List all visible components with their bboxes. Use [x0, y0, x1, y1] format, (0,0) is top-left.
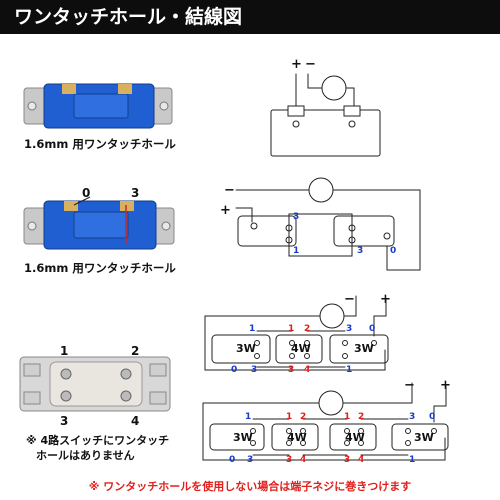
photo-2-caption: 1.6mm 用ワンタッチホール [24, 261, 176, 275]
d4-3w-a-label: 3W [233, 431, 253, 444]
d4-4w-b-tl: 1 [344, 412, 350, 422]
photo-3-note-line1: ※ 4路スイッチにワンタッチ [26, 434, 170, 447]
d3-lamp-icon [319, 303, 345, 329]
photo-3-note-line2: ホールはありません [36, 449, 135, 462]
footer-note: ※ ワンタッチホールを使用しない場合は端子ネジに巻きつけます [88, 480, 412, 493]
d3-3w-b-tl: 3 [346, 324, 352, 334]
d4-plus: + [440, 378, 451, 393]
switch-photo-2 [23, 196, 175, 250]
d4-3w-b-tr: 0 [429, 412, 435, 422]
d4-3w-a-top: 1 [245, 412, 251, 422]
d3-3w-b-tr: 0 [369, 324, 375, 334]
d4-4w-a-br: 4 [300, 455, 306, 465]
d3-4w-tl: 1 [288, 324, 294, 334]
d4-3w-a-bl: 0 [229, 455, 235, 465]
d4-4w-a-bl: 3 [286, 455, 292, 465]
photo-2-label-3: 3 [131, 186, 140, 200]
photo-2-label-0: 0 [82, 186, 91, 200]
d2-lamp-icon [308, 177, 334, 203]
photo-1-caption: 1.6mm 用ワンタッチホール [24, 137, 176, 151]
d1-plus: + [291, 57, 302, 72]
d4-4w-b-tr: 2 [358, 412, 364, 422]
d4-4w-a-tr: 2 [300, 412, 306, 422]
d4-4w-a-label: 4W [287, 431, 307, 444]
d2-minus: − [224, 183, 235, 198]
wiring-diagram-2: − + 3 1 3 0 [220, 177, 421, 271]
switch-photo-3 [19, 356, 171, 412]
d1-minus: − [305, 57, 316, 72]
wiring-diagram-3: − + 3W 4W 3W 1 0 3 1 2 3 4 3 0 1 [204, 292, 391, 375]
d4-4w-b-label: 4W [345, 431, 365, 444]
d2-s2-left-label: 3 [357, 246, 363, 256]
photo-3-label-4: 4 [131, 414, 140, 428]
d1-lamp-icon [321, 75, 347, 101]
page-title: ワンタッチホール・結線図 [0, 0, 500, 34]
d4-3w-a-br: 3 [247, 455, 253, 465]
photo-3-label-1: 1 [60, 344, 69, 358]
d4-minus: − [404, 378, 415, 393]
d3-4w-label: 4W [291, 342, 311, 355]
d3-4w-tr: 2 [304, 324, 310, 334]
d4-lamp-icon [318, 390, 344, 416]
d3-plus: + [380, 292, 391, 307]
photo-3-label-3: 3 [60, 414, 69, 428]
d4-4w-b-br: 4 [358, 455, 364, 465]
d3-4w-br: 4 [304, 365, 310, 375]
d4-4w-b-bl: 3 [344, 455, 350, 465]
d2-s2-right-label: 0 [390, 246, 396, 256]
d4-3w-b-label: 3W [414, 431, 434, 444]
wiring-diagram-1: + − [270, 57, 381, 157]
d3-3w-b-br: 1 [346, 365, 352, 375]
switch-photo-1 [23, 83, 173, 129]
d4-4w-a-tl: 1 [286, 412, 292, 422]
d2-s1-bottom-label: 1 [293, 246, 299, 256]
d4-3w-b-tl: 3 [409, 412, 415, 422]
d3-4w-bl: 3 [288, 365, 294, 375]
d3-3w-a-bl: 0 [231, 365, 237, 375]
d4-3w-b-br: 1 [409, 455, 415, 465]
d3-3w-a-label: 3W [236, 342, 256, 355]
d3-3w-a-br: 3 [251, 365, 257, 375]
wiring-diagram-4: − + 3W 4W 4W 3W 1 0 3 1 2 [202, 378, 451, 465]
d2-plus: + [220, 203, 231, 218]
photo-3-label-2: 2 [131, 344, 140, 358]
d3-3w-a-top: 1 [249, 324, 255, 334]
d3-3w-b-label: 3W [354, 342, 374, 355]
d2-s1-top-label: 3 [293, 212, 299, 222]
d3-minus: − [344, 292, 355, 307]
